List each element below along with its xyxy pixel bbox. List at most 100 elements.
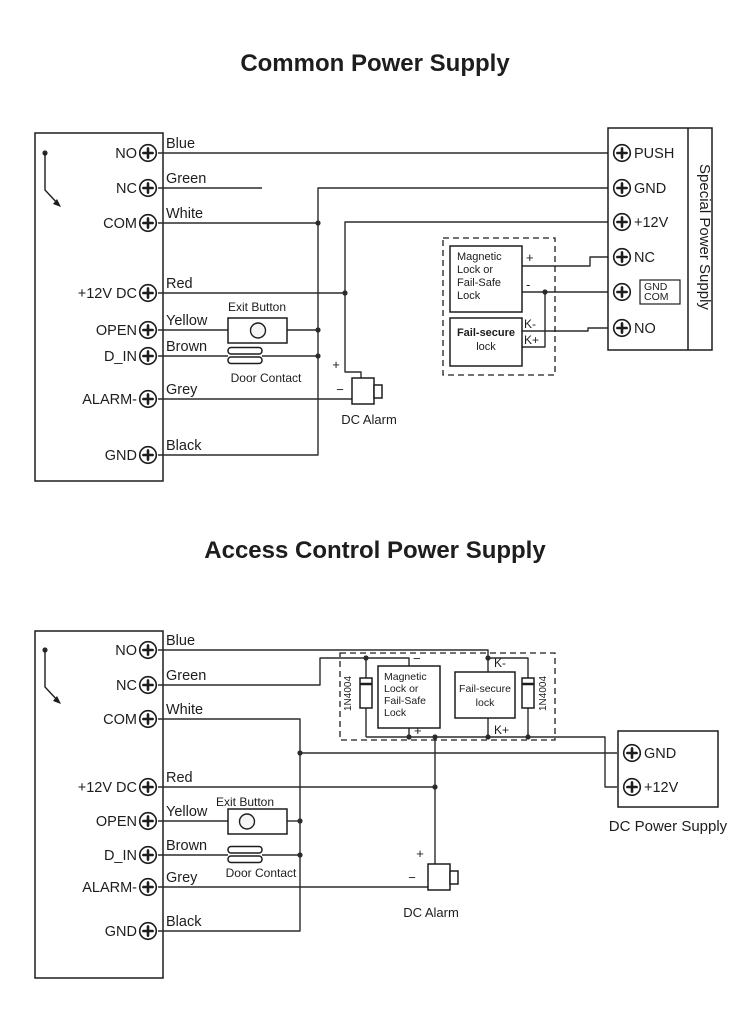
junction-dot	[406, 734, 412, 740]
terminal-screw	[138, 283, 158, 303]
junction-dot	[297, 852, 303, 858]
maglock-line1: Magnetic	[457, 251, 502, 263]
terminal-screw	[138, 178, 158, 198]
psu-label-gndcom-com: COM	[644, 291, 669, 303]
psu-label-12v: +12V	[634, 215, 669, 231]
terminal-screw	[138, 675, 158, 695]
diode-right-body	[521, 677, 535, 709]
terminal-screw	[138, 445, 158, 465]
failsecure-line2: lock	[476, 341, 496, 353]
k-minus-label: K-	[524, 317, 536, 331]
terminal-label-gnd: GND	[105, 924, 137, 940]
relay-arrowhead	[53, 199, 61, 207]
wire-label-blue: Blue	[166, 633, 195, 649]
alarm-plus-sign: +	[332, 357, 340, 372]
junction-dot	[432, 784, 438, 790]
gnd-com-box	[639, 279, 681, 305]
relay-switch-symbol	[42, 647, 61, 704]
wire-maglock-plus-to-nc	[522, 256, 613, 267]
terminal-screw	[138, 921, 158, 941]
failsecure-line1: Fail-secure	[457, 327, 515, 339]
special-psu-name: Special Power Supply	[696, 164, 713, 310]
dc-psu-name: DC Power Supply	[609, 818, 728, 835]
maglock-box	[449, 245, 523, 313]
wire-red-to-psu-12v	[344, 221, 613, 293]
terminal-label-12v: +12V DC	[78, 780, 137, 796]
lock-options-dashed-box	[442, 237, 556, 376]
junction-dot	[542, 289, 548, 295]
k-minus-label: K-	[494, 656, 506, 670]
wire-label-black: Black	[166, 914, 202, 930]
alarm-plus-sign: +	[416, 846, 424, 861]
junction-dot	[363, 655, 369, 661]
wire-label-brown: Brown	[166, 339, 207, 355]
door-contact-label: Door Contact	[226, 866, 297, 880]
maglock-line3: Fail-Safe	[457, 277, 501, 289]
terminal-screw	[138, 709, 158, 729]
junction-dot	[297, 750, 303, 756]
psu-label-nc: NC	[634, 250, 655, 266]
door-contact-symbol	[227, 845, 263, 854]
exit-button-circle	[238, 813, 256, 830]
wire-label-yellow: Yellow	[166, 313, 208, 329]
junction-dot	[485, 734, 491, 740]
wire-label-blue: Blue	[166, 136, 195, 152]
junction-dot	[315, 327, 321, 333]
terminal-label-alarm: ALARM-	[82, 880, 137, 896]
wire-label-white: White	[166, 206, 203, 222]
terminal-label-nc: NC	[116, 678, 137, 694]
terminal-screw	[138, 320, 158, 340]
psu-label-gnd: GND	[644, 746, 676, 762]
diode-right-label: 1N4004	[538, 676, 549, 711]
terminal-screw	[138, 389, 158, 409]
terminal-screw	[138, 640, 158, 660]
junction-dot	[315, 220, 321, 226]
special-psu-box	[607, 127, 713, 351]
terminal-screw	[138, 143, 158, 163]
exit-button-symbol	[227, 808, 288, 835]
relay-switch-symbol	[42, 150, 61, 207]
diagram-access-control-power-supply: Access Control Power Supply NO NC COM +1…	[34, 537, 728, 979]
diagram1-title: Common Power Supply	[240, 50, 510, 77]
terminal-screw	[612, 178, 632, 198]
terminal-label-no: NO	[115, 643, 137, 659]
failsecure-box	[454, 671, 516, 719]
terminal-screw	[138, 346, 158, 366]
relay-blade	[44, 153, 60, 206]
lock-options-dashed-box	[339, 652, 556, 741]
maglock-line2: Lock or	[384, 683, 419, 695]
door-contact-symbol	[227, 346, 263, 355]
wire-label-grey: Grey	[166, 382, 198, 398]
k-plus-label: K+	[494, 723, 509, 737]
junction-dot	[342, 290, 348, 296]
diode-left-label: 1N4004	[343, 676, 354, 711]
gnd-bus	[158, 718, 301, 932]
maglock-minus-sign: −	[413, 651, 421, 666]
dc-alarm-nub	[373, 384, 383, 399]
maglock-plus-sign: +	[414, 723, 422, 738]
terminal-screw	[138, 777, 158, 797]
terminal-label-open: OPEN	[96, 814, 137, 830]
junction-dot	[525, 734, 531, 740]
door-contact-symbol	[227, 855, 263, 864]
terminal-screw	[612, 143, 632, 163]
wire-label-black: Black	[166, 438, 202, 454]
diagram-common-power-supply: Common Power Supply NO NC COM +12V DC OP…	[34, 50, 713, 482]
terminal-screw	[612, 282, 632, 302]
failsecure-box	[449, 317, 523, 367]
terminal-label-din: D_IN	[104, 848, 137, 864]
diagram2-title: Access Control Power Supply	[204, 537, 546, 564]
wire-label-grey: Grey	[166, 870, 198, 886]
terminal-screw	[138, 877, 158, 897]
wire-label-white: White	[166, 702, 203, 718]
maglock-minus-sign: -	[526, 277, 530, 292]
wire-label-red: Red	[166, 276, 193, 292]
wire-label-red: Red	[166, 770, 193, 786]
terminal-screw	[612, 318, 632, 338]
wire-blue-no-to-failsecure	[158, 649, 489, 672]
terminal-screw	[622, 777, 642, 797]
terminal-label-open: OPEN	[96, 323, 137, 339]
dc-alarm-label: DC Alarm	[341, 412, 397, 427]
maglock-line2: Lock or	[457, 264, 493, 276]
